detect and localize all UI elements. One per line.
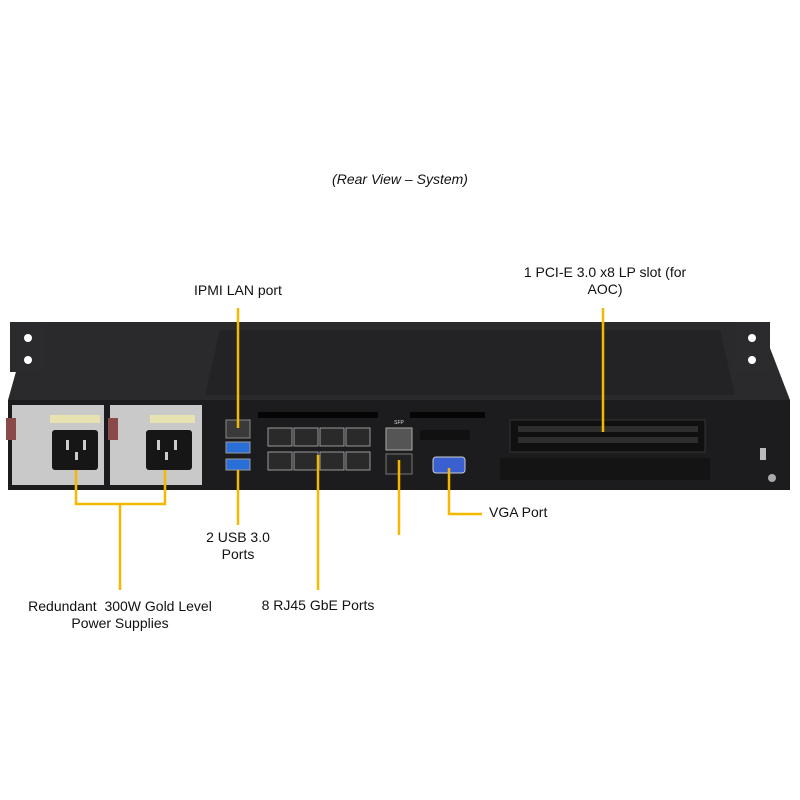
rj45-ports	[267, 427, 371, 471]
vga-callout-line	[447, 468, 482, 516]
psu-callout-line	[74, 470, 167, 590]
pcie-slot-label: 1 PCI-E 3.0 x8 LP slot (for AOC)	[490, 264, 720, 298]
rack-ear-right	[735, 322, 770, 372]
power-supplies-label: Redundant 300W Gold Level Power Supplies	[10, 598, 230, 632]
ipmi-lan-label: IPMI LAN port	[194, 282, 282, 298]
sfp-device-label: SFP	[394, 420, 404, 426]
pcie-slot-bracket	[509, 419, 706, 453]
vga-port-label: VGA Port	[489, 504, 548, 520]
callout-lines	[74, 308, 605, 590]
rj45-ports-label: 8 RJ45 GbE Ports	[261, 597, 375, 613]
rack-ear-left	[10, 322, 45, 372]
pcie-label-line1: 1 PCI-E 3.0 x8 LP slot (for	[523, 264, 687, 280]
usb-label-line2: Ports	[221, 546, 255, 562]
usb-port-1	[225, 441, 251, 454]
power-supply-2	[108, 405, 202, 485]
usb-port-2	[225, 458, 251, 471]
figure-caption: (Rear View – System)	[332, 171, 468, 187]
pcie-label-line2: AOC)	[587, 281, 623, 297]
power-supply-1	[6, 405, 104, 485]
usb-ports-label: 2 USB 3.0 Ports	[188, 529, 288, 563]
usb-label-line1: 2 USB 3.0	[206, 529, 270, 545]
psu-label-line2: Power Supplies	[71, 615, 169, 631]
psu-label-line1: Redundant 300W Gold Level	[28, 598, 212, 614]
sfp-port-1	[385, 427, 413, 451]
